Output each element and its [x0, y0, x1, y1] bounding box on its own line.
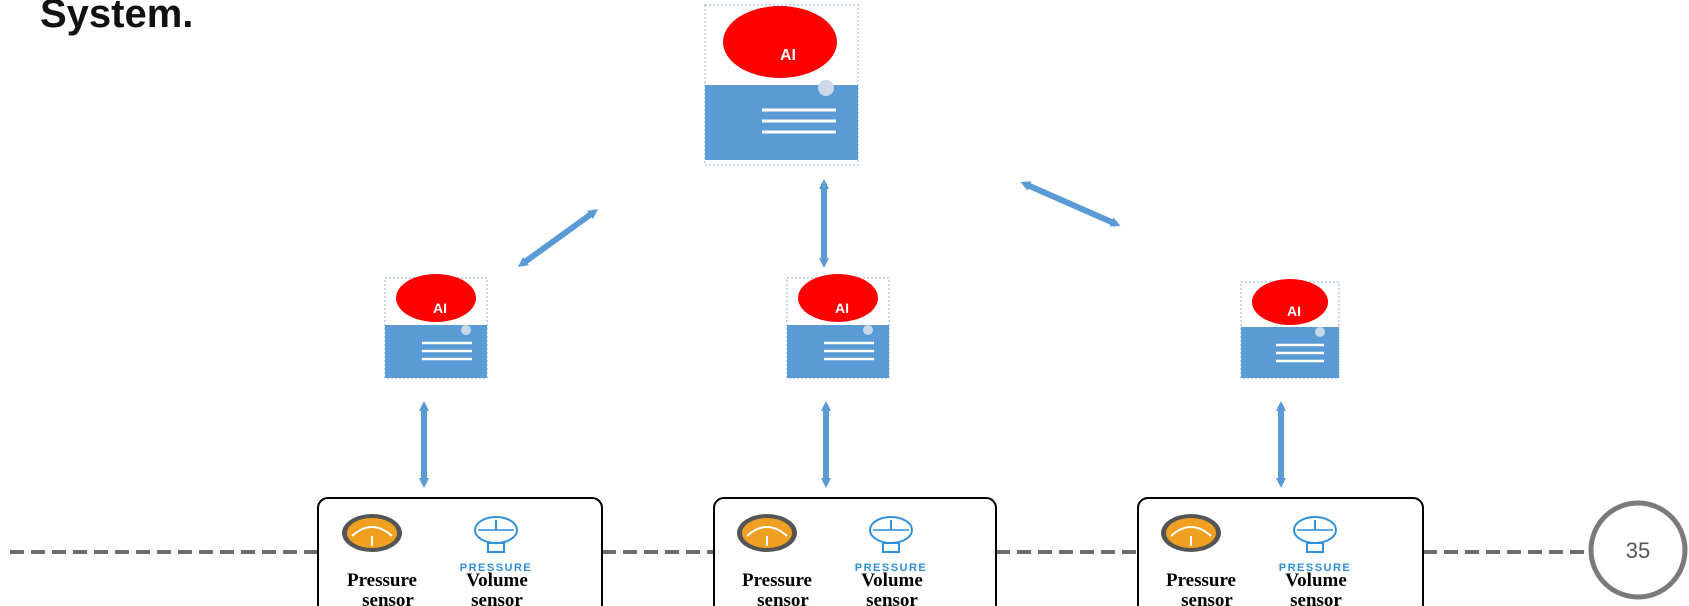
pressure-gauge-icon [1161, 514, 1221, 552]
slide-title: System. [40, 0, 194, 36]
ai-badge-right: AI [1252, 279, 1328, 325]
page-number-badge: 35 [1588, 500, 1688, 600]
page-number: 35 [1626, 538, 1650, 563]
ai-label-top: AI [780, 47, 796, 64]
volume-gauge-icon [1293, 516, 1337, 553]
volume-sensor-tag: PRESSURE [1279, 562, 1352, 574]
pressure-sensor-label-line2: sensor [1181, 590, 1233, 606]
pressure-sensor-label-line1: Pressure [347, 570, 417, 591]
volume-sensor-label-line1: Volume [466, 570, 528, 591]
volume-sensor-label-line2: sensor [1290, 590, 1342, 606]
pressure-gauge-icon [342, 514, 402, 552]
pressure-sensor-label-line1: Pressure [1166, 570, 1236, 591]
volume-sensor-tag: PRESSURE [855, 562, 928, 574]
volume-sensor-tag: PRESSURE [460, 562, 533, 574]
pressure-sensor-label-line2: sensor [362, 590, 414, 606]
ai-badge-top: AI [723, 6, 837, 78]
ai-label-left: AI [433, 300, 447, 316]
ai-node-left: AI [384, 274, 488, 379]
volume-gauge-icon [869, 516, 913, 553]
ai-node-top: AI [704, 4, 859, 166]
ai-node-right: AI [1240, 279, 1340, 379]
ai-badge-middle: AI [798, 274, 878, 322]
arrow-top-right [1020, 181, 1121, 227]
ai-label-middle: AI [835, 300, 849, 316]
sensor-group-1: PRESSURE Pressure sensor Volume sensor [317, 497, 603, 606]
volume-sensor-label-line1: Volume [861, 570, 923, 591]
volume-gauge-icon [474, 516, 518, 553]
volume-sensor-label-line2: sensor [471, 590, 523, 606]
sensor-group-2: PRESSURE Pressure sensor Volume sensor [713, 497, 997, 606]
ai-node-middle: AI [786, 274, 890, 379]
volume-sensor-label-line1: Volume [1285, 570, 1347, 591]
pressure-sensor-label-line2: sensor [757, 590, 809, 606]
sensor-group-3: PRESSURE Pressure sensor Volume sensor [1137, 497, 1424, 606]
ai-badge-left: AI [396, 274, 476, 322]
pressure-gauge-icon [737, 514, 797, 552]
pressure-sensor-label-line1: Pressure [742, 570, 812, 591]
ai-label-right: AI [1287, 303, 1301, 319]
connector-arrows [419, 179, 1286, 488]
volume-sensor-label-line2: sensor [866, 590, 918, 606]
arrow-top-left [517, 209, 599, 267]
